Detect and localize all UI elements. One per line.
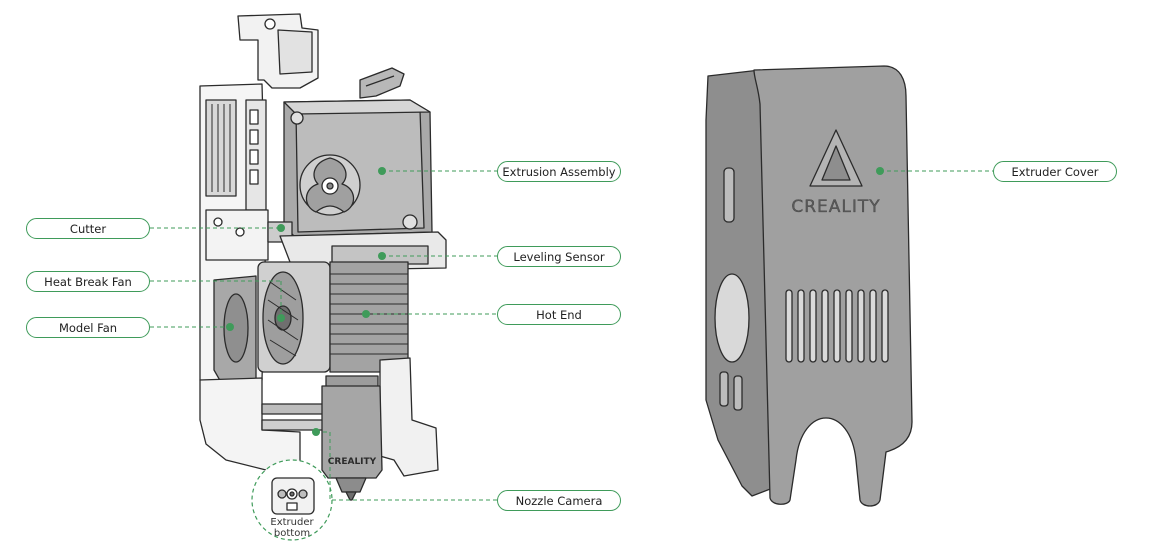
cover-side-slot xyxy=(723,167,735,223)
leader-dots xyxy=(226,167,884,436)
label-leveling-sensor: Leveling Sensor xyxy=(497,246,621,267)
label-extruder-cover: Extruder Cover xyxy=(993,161,1117,182)
creality-logo-mark xyxy=(809,129,863,187)
leader-lines xyxy=(150,170,993,501)
camera-lens-left xyxy=(277,489,287,499)
label-extrusion-assembly: Extrusion Assembly xyxy=(497,161,621,182)
cover-vents xyxy=(785,289,889,363)
nozzle-brand-logo: CREALITY xyxy=(328,457,377,467)
label-cutter: Cutter xyxy=(26,218,150,239)
left-frame-vents xyxy=(205,99,237,197)
dot-hot-end xyxy=(362,310,370,318)
label-model-fan: Model Fan xyxy=(26,317,150,338)
extruder-cover-drawing xyxy=(705,65,913,507)
extruder-assembly-drawing xyxy=(199,13,447,541)
top-screw xyxy=(264,18,276,30)
nozzle-body xyxy=(321,385,383,479)
extrusion-knob xyxy=(299,154,361,216)
right-chassis xyxy=(379,357,439,477)
dot-cutter xyxy=(277,224,285,232)
vent-slots xyxy=(211,104,231,192)
dot-model-fan xyxy=(226,323,234,331)
extrusion-block-top xyxy=(283,99,431,115)
caption-line-1: Extruder xyxy=(270,517,314,528)
caption-line-2: bottom xyxy=(273,528,311,539)
release-lever xyxy=(359,67,405,99)
label-heat-break-fan: Heat Break Fan xyxy=(26,271,150,292)
leader-nozzle-camera xyxy=(316,431,497,501)
label-hot-end: Hot End xyxy=(497,304,621,325)
dot-extrusion xyxy=(378,167,386,175)
cover-brand-logo: CREALITY xyxy=(791,197,880,217)
dot-nozzle-camera xyxy=(312,428,320,436)
dot-extruder-cover xyxy=(876,167,884,175)
top-bracket-inner xyxy=(277,29,313,75)
nozzle-tip xyxy=(335,477,367,493)
dot-leveling xyxy=(378,252,386,260)
camera-lens-right xyxy=(298,489,308,499)
label-nozzle-camera: Nozzle Camera xyxy=(497,490,621,511)
cover-side-hole xyxy=(714,273,750,363)
model-fan-rotor xyxy=(223,293,249,363)
cover-front xyxy=(753,65,913,507)
block-screw-bottom xyxy=(402,214,418,230)
extruder-bottom-caption: Extruder bottom xyxy=(257,517,327,539)
block-screw-top xyxy=(290,111,304,125)
hotend-heatsink xyxy=(329,261,409,373)
